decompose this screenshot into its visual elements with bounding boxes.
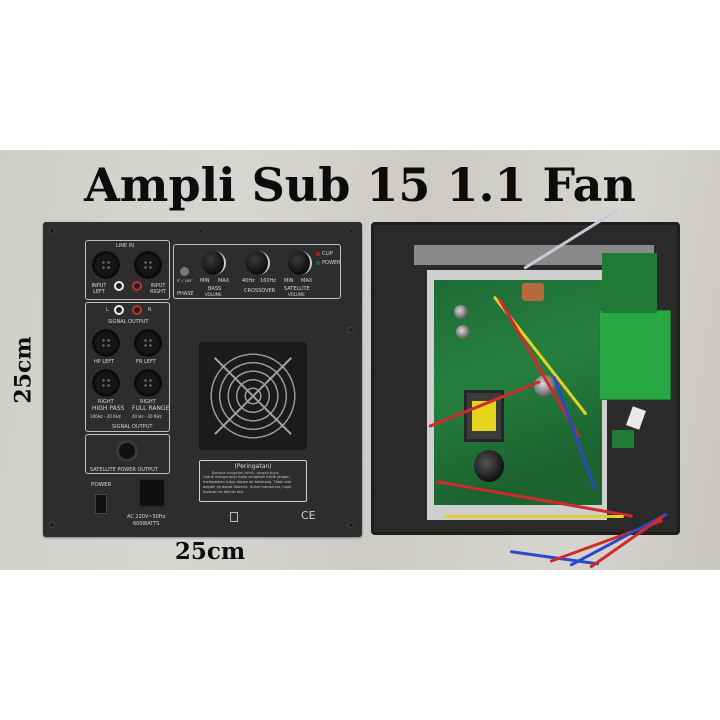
product-title: Ampli Sub 15 1.1 Fan (84, 158, 636, 212)
satellite-volume-knob[interactable] (288, 251, 312, 275)
loose-wires (509, 512, 690, 570)
ce-mark-icon: CE (301, 509, 316, 522)
xlr-hp-right[interactable] (92, 369, 120, 397)
xlr-fr-left[interactable] (134, 329, 162, 357)
rca-input-left[interactable] (114, 281, 124, 291)
xlr-hp-left[interactable] (92, 329, 120, 357)
crossover-knob[interactable] (246, 251, 270, 275)
controls-section: 0° / 180° PHASE MIN MAX BASS VOLUME 40Hz… (173, 244, 341, 299)
screw-icon (348, 522, 354, 528)
power-switch[interactable] (95, 494, 107, 514)
warning-label: (Peringatan) Bahaya sengatan listrik, ja… (199, 460, 307, 502)
xlr-fr-right[interactable] (134, 369, 162, 397)
rca-output-right[interactable] (132, 305, 142, 315)
screw-icon (348, 327, 354, 333)
clip-led-icon (316, 252, 320, 256)
screw-icon (49, 228, 55, 234)
width-dimension-label: 25cm (174, 538, 246, 565)
rca-output-left[interactable] (114, 305, 124, 315)
amplifier-internal-view (371, 208, 680, 535)
side-pcb (599, 310, 671, 400)
xlr-input-right[interactable] (134, 251, 162, 279)
weee-bin-icon (230, 512, 238, 522)
line-in-section: LINE IN INPUT LEFT INPUT RIGHT (85, 240, 170, 300)
xlr-input-left[interactable] (92, 251, 120, 279)
screw-icon (198, 228, 204, 234)
sticker-label (626, 406, 646, 430)
ac-power-inlet[interactable] (138, 478, 166, 508)
screw-icon (348, 228, 354, 234)
capacitor-icon (454, 305, 468, 319)
signal-output-section: L R SIGNAL OUTPUT HP LEFT FR LEFT RIGHT … (85, 302, 170, 432)
phase-button[interactable] (180, 267, 189, 276)
yellow-wire (444, 515, 624, 518)
capacitor-icon (474, 450, 504, 482)
screw-icon (49, 522, 55, 528)
power-led-icon (316, 261, 320, 265)
connector-board (414, 245, 654, 265)
capacitor-icon (456, 325, 470, 339)
rca-input-right[interactable] (132, 281, 142, 291)
satellite-power-output-section: SATELLITE POWER OUTPUT (85, 434, 170, 474)
cooling-fan-icon (199, 342, 307, 450)
control-pcb (602, 253, 657, 313)
bass-volume-knob[interactable] (202, 251, 226, 275)
height-dimension-label: 25cm (11, 336, 38, 404)
amplifier-front-panel: LINE IN INPUT LEFT INPUT RIGHT L R SIGNA… (43, 222, 362, 537)
inductor-icon (522, 283, 544, 301)
speakon-connector[interactable] (116, 440, 138, 462)
small-pcb (612, 430, 634, 448)
